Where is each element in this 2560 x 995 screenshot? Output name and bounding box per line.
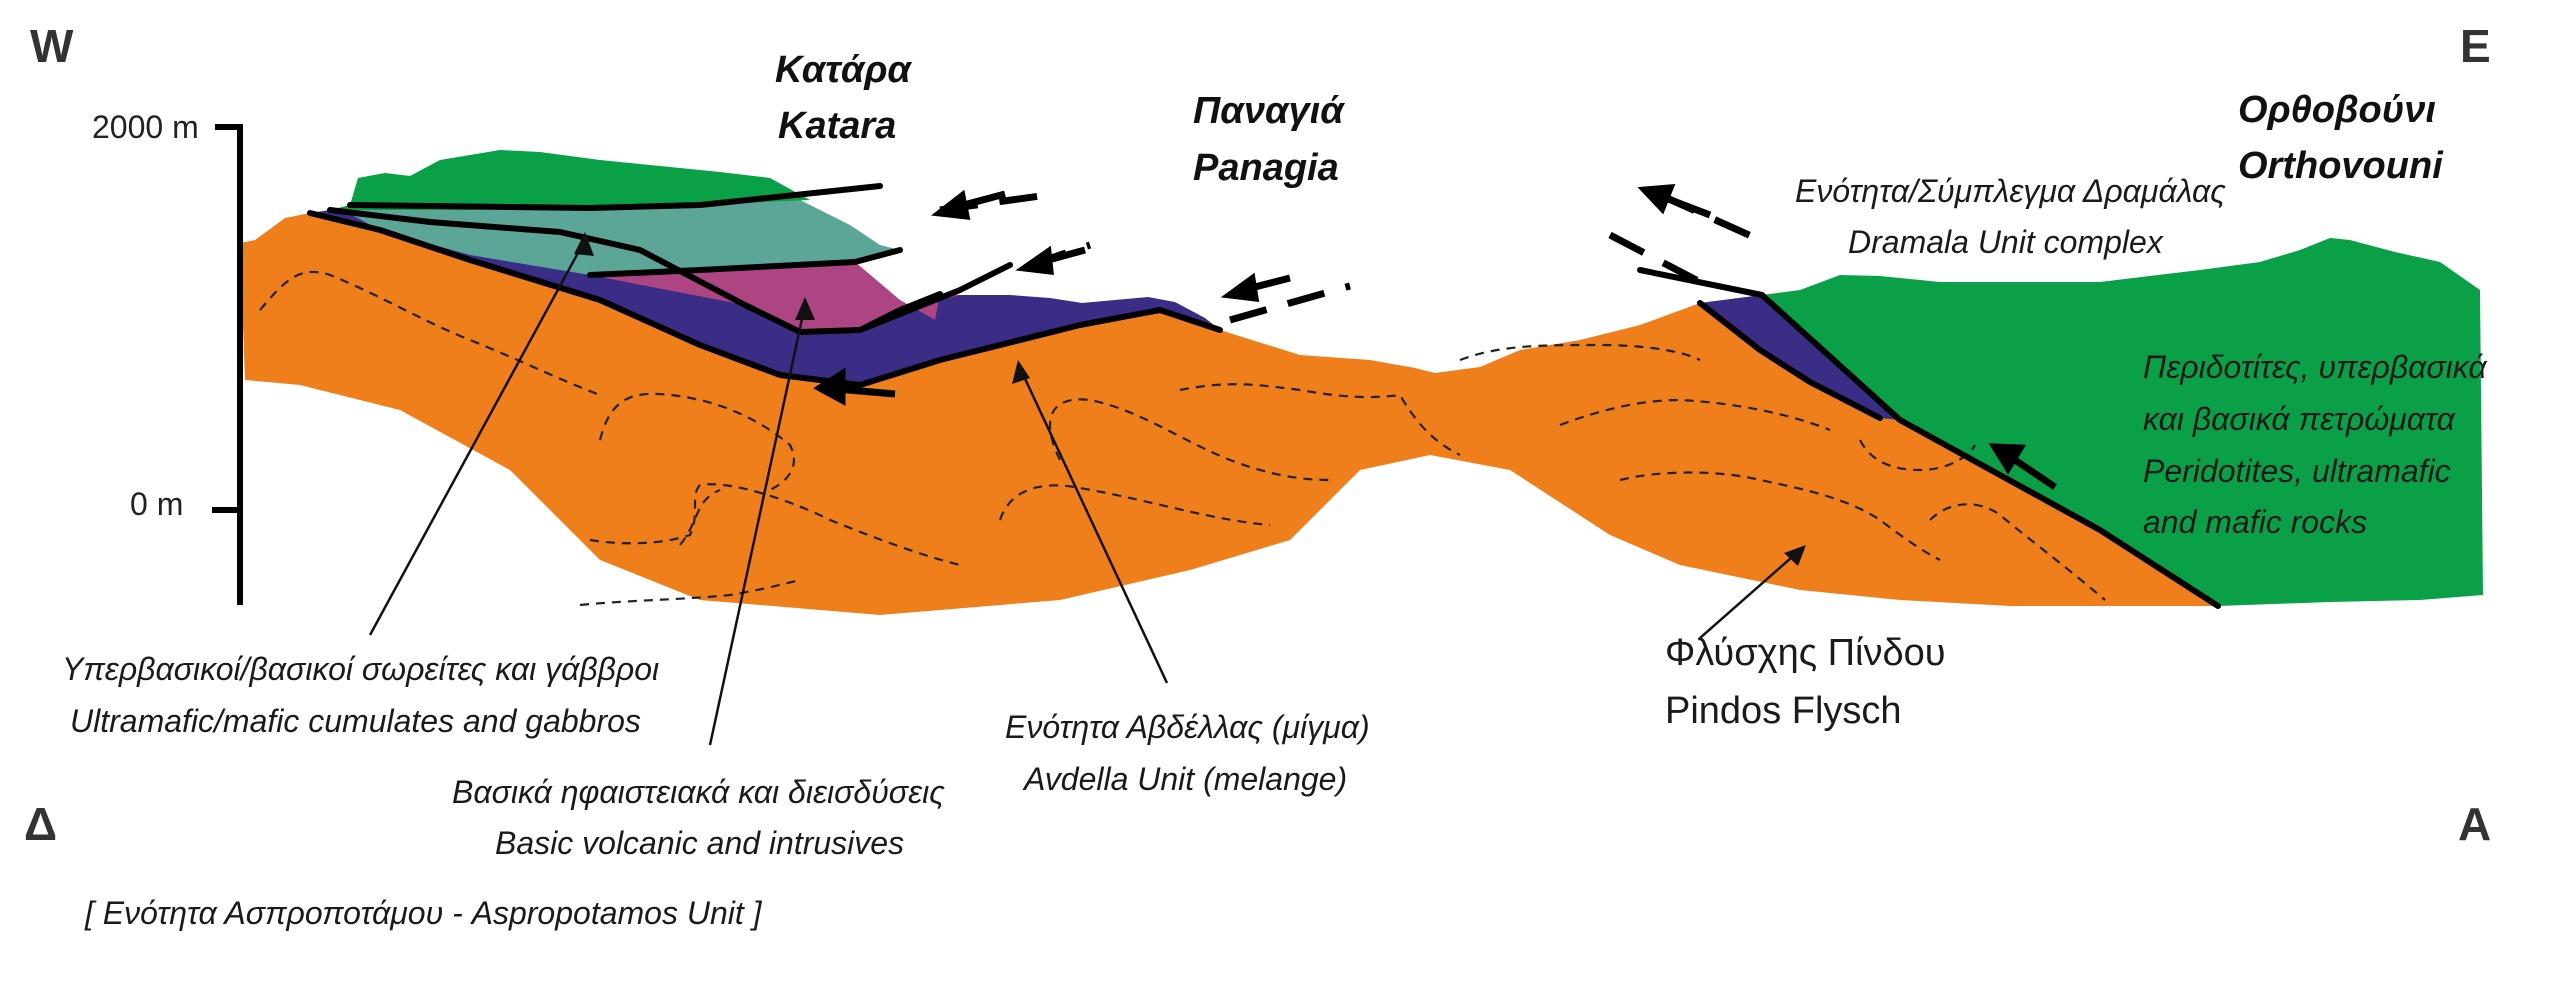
orthovouni-thrust bbox=[1637, 267, 2221, 609]
leader-arrowheads bbox=[574, 232, 1806, 566]
altitude-scale bbox=[212, 124, 243, 605]
melange-east-base bbox=[1697, 300, 1883, 421]
label-peridotites-english-1: Peridotites, ultramafic bbox=[2143, 453, 2451, 489]
label-cumulates-greek: Υπερβασικοί/βασικοί σωρείτες και γάββροι bbox=[62, 651, 659, 687]
upper-thrust-fault bbox=[857, 262, 1013, 333]
tectonic-contacts bbox=[307, 183, 2221, 609]
direction-east-greek: Α bbox=[2458, 798, 2491, 850]
direction-west: W bbox=[30, 20, 74, 72]
place-panagia-english: Panagia bbox=[1193, 147, 1339, 189]
katara-peridotite-cap bbox=[330, 150, 810, 210]
label-dramala-english: Dramala Unit complex bbox=[1848, 224, 2164, 260]
altitude-top-label: 2000 m bbox=[92, 109, 199, 145]
label-peridotites-greek-1: Περιδοτίτες, υπερβασικά bbox=[2143, 349, 2487, 385]
label-volcanic-english: Basic volcanic and intrusives bbox=[495, 825, 904, 861]
volcanic-contact bbox=[587, 247, 903, 278]
label-flysch-greek: Φλύσχης Πίνδου bbox=[1665, 632, 1946, 674]
label-volcanic-greek: Βασικά ηφαιστειακά και διεισδύσεις bbox=[452, 774, 945, 810]
label-peridotites-english-2: and mafic rocks bbox=[2143, 504, 2367, 540]
label-flysch-english: Pindos Flysch bbox=[1665, 690, 1902, 732]
label-avdella-english: Avdella Unit (melange) bbox=[1022, 761, 1347, 797]
place-katara-english: Katara bbox=[778, 105, 896, 147]
label-aspropotamos-unit: [ Ενότητα Ασπροποτάμου - Aspropotamos Un… bbox=[84, 895, 763, 931]
label-cumulates-english: Ultramafic/mafic cumulates and gabbros bbox=[70, 703, 641, 739]
label-dramala-greek: Ενότητα/Σύμπλεγμα Δραμάλας bbox=[1795, 173, 2226, 209]
avdella-melange-east bbox=[1700, 295, 1900, 420]
place-orthovouni-greek: Ορθοβούνι bbox=[2238, 89, 2436, 131]
direction-east: E bbox=[2460, 20, 2491, 72]
katara-cap-contact bbox=[347, 183, 883, 211]
direction-west-greek: Δ bbox=[24, 798, 57, 850]
movement-arrows bbox=[813, 184, 2057, 490]
leader-lines bbox=[368, 239, 1801, 746]
place-katara-greek: Κατάρα bbox=[775, 49, 912, 91]
fold-trace-lines bbox=[259, 270, 2106, 607]
place-orthovouni-english: Orthovouni bbox=[2238, 145, 2444, 187]
orthovouni-peridotite-body bbox=[1762, 238, 2483, 606]
basic-volcanics-body bbox=[590, 262, 960, 332]
base-ophiolite-thrust bbox=[307, 210, 1223, 388]
label-avdella-greek: Ενότητα Αβδέλλας (μίγμα) bbox=[1005, 709, 1370, 745]
cumulates-gabbros-body bbox=[330, 200, 900, 275]
place-panagia-greek: Παναγιά bbox=[1193, 90, 1345, 132]
altitude-bottom-label: 0 m bbox=[130, 486, 183, 522]
label-peridotites-greek-2: και βασικά πετρώματα bbox=[2143, 401, 2456, 437]
